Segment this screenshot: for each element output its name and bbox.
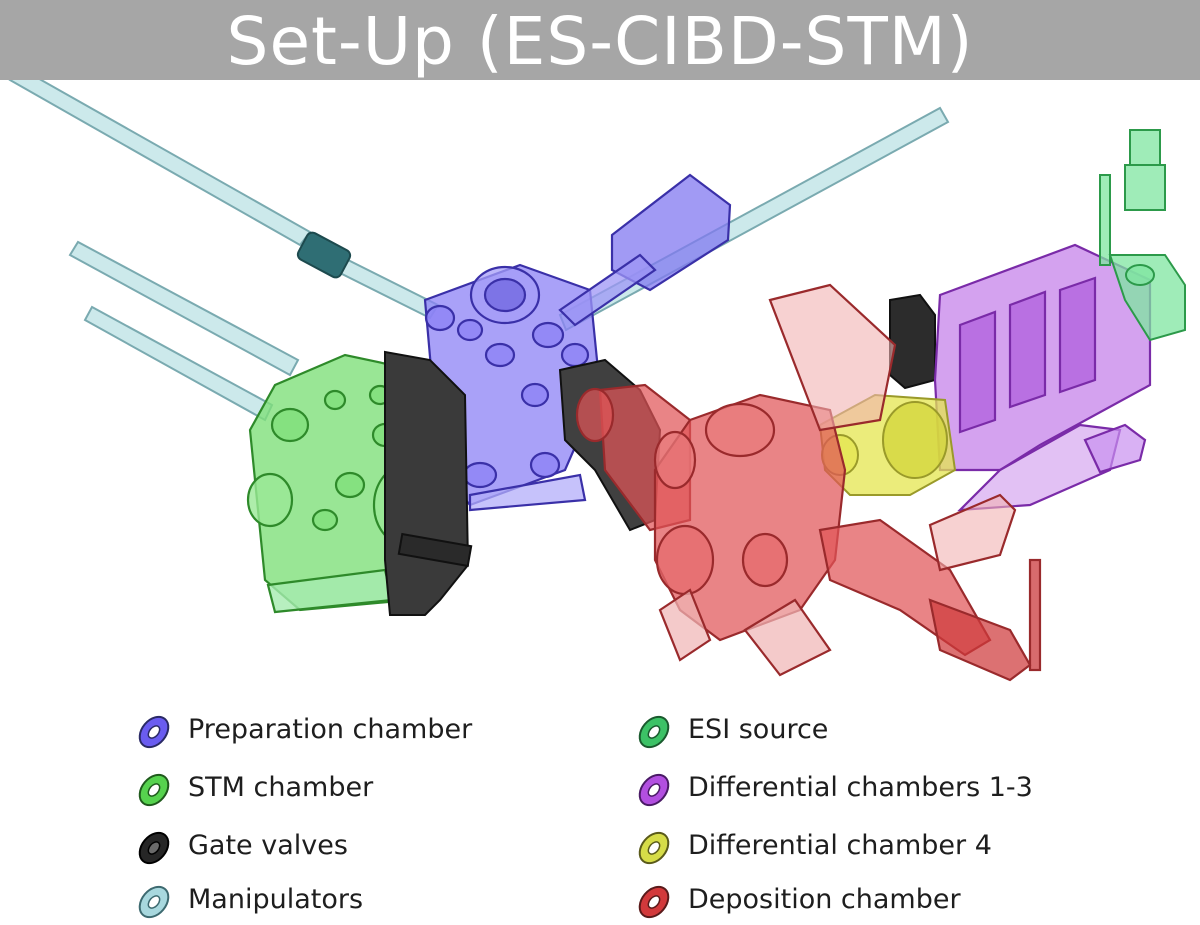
setup-diagram <box>8 80 1186 682</box>
manipulator-rod-top <box>8 80 312 247</box>
page-title: Set-Up (ES-CIBD-STM) <box>226 3 974 80</box>
flange-icon-inner <box>147 725 161 739</box>
legend-label: Differential chambers 1-3 <box>688 772 1033 803</box>
legend-label: Gate valves <box>188 830 348 861</box>
title-bar <box>0 0 1200 80</box>
manipulator-coupler <box>296 231 352 279</box>
flange-icon <box>138 773 170 807</box>
manipulator-rod-right <box>558 106 950 332</box>
legend-label: Preparation chamber <box>188 714 473 745</box>
flange-icon <box>638 715 670 749</box>
flange-icon <box>638 831 670 865</box>
flange-icon <box>138 885 170 919</box>
manipulator-rod-lower <box>83 305 274 422</box>
legend-label: Differential chamber 4 <box>688 830 992 861</box>
legend-label: ESI source <box>688 714 829 745</box>
esi-source <box>1099 129 1186 342</box>
legend-label: Deposition chamber <box>688 884 961 915</box>
differential-chambers-1-3 <box>933 243 1152 512</box>
deposition-chamber <box>575 283 1042 682</box>
flange-icon <box>638 773 670 807</box>
flange-icon <box>638 885 670 919</box>
flange-icon <box>138 715 170 749</box>
manipulator-rod-middle <box>68 240 300 377</box>
legend-label: STM chamber <box>188 772 374 803</box>
legend-label: Manipulators <box>188 884 364 915</box>
flange-icon <box>138 831 170 865</box>
